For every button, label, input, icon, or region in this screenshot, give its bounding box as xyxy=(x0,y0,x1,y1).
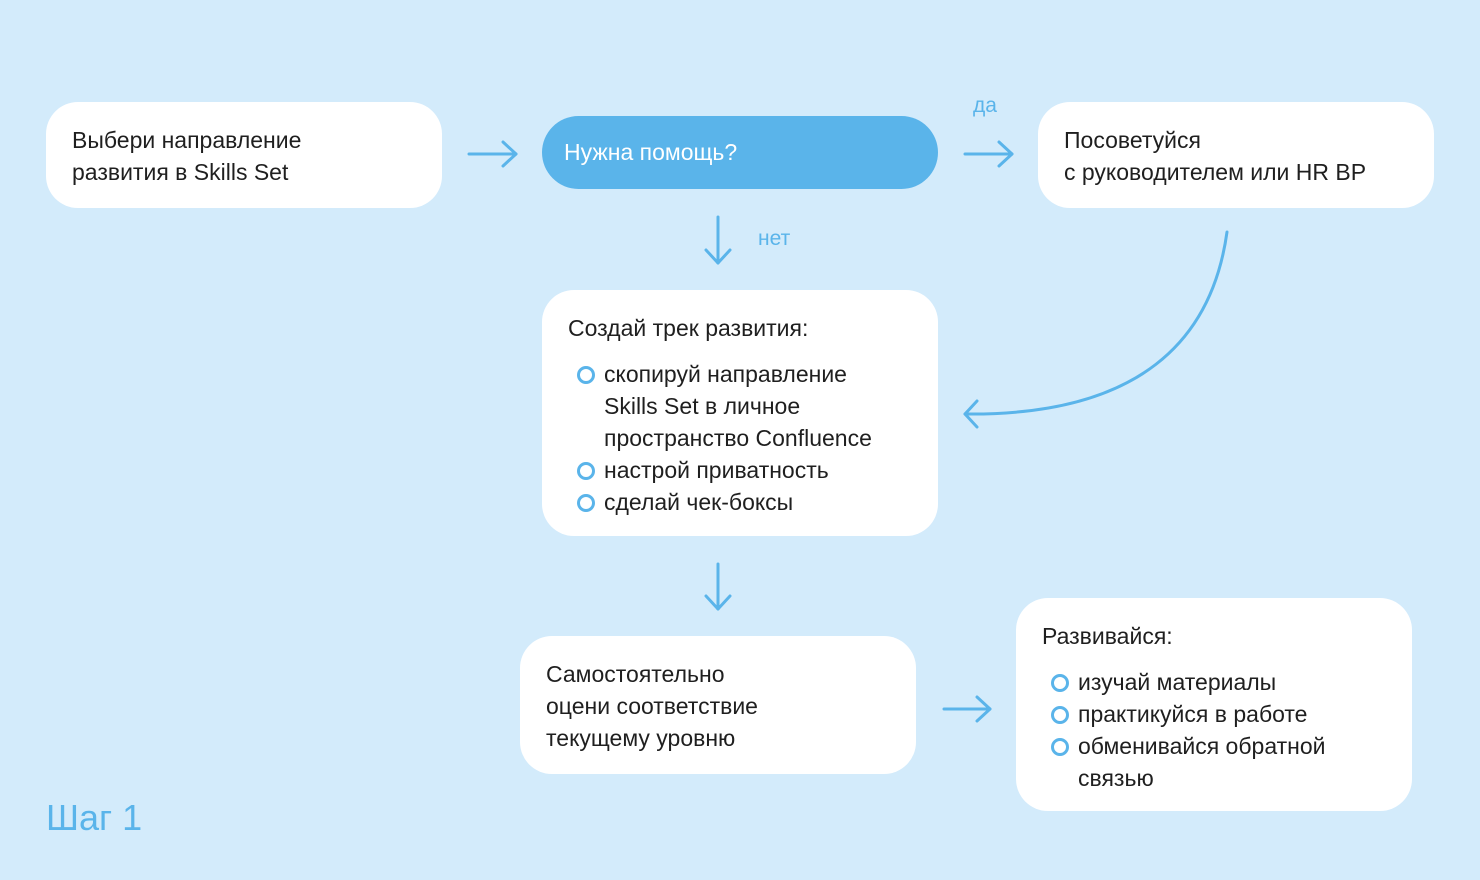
develop-list-item: практикуйся в работе xyxy=(1042,698,1412,730)
track-list-item-text: скопируй направление Skills Set в личное… xyxy=(604,361,872,451)
develop-list-item: обменивайся обратной связью xyxy=(1042,730,1412,794)
node-self-assess-text: Самостоятельно оцени соответствие текуще… xyxy=(546,661,758,751)
node-develop: Развивайся: изучай материалы практикуйся… xyxy=(1016,598,1412,811)
bullet-circle-icon xyxy=(1051,738,1069,756)
node-consult: Посоветуйся с руководителем или HR BP xyxy=(1038,102,1434,208)
arrow-right-icon xyxy=(963,140,1014,168)
track-list-item-text: настрой приватность xyxy=(604,457,829,483)
arrow-right-icon xyxy=(467,140,518,168)
arrow-right-icon xyxy=(942,695,992,723)
develop-list-item-text: обменивайся обратной связью xyxy=(1078,733,1326,791)
track-list-item: настрой приватность xyxy=(568,454,938,486)
arrow-down-icon xyxy=(704,562,732,611)
node-choose-direction: Выбери направление развития в Skills Set xyxy=(46,102,442,208)
edge-label-yes: да xyxy=(973,94,997,117)
node-choose-direction-text: Выбери направление развития в Skills Set xyxy=(72,127,302,185)
arrow-curved-icon xyxy=(963,230,1229,429)
track-list-item-text: сделай чек-боксы xyxy=(604,489,794,515)
node-self-assess: Самостоятельно оцени соответствие текуще… xyxy=(520,636,916,774)
decision-need-help: Нужна помощь? xyxy=(542,116,938,189)
develop-list-item-text: практикуйся в работе xyxy=(1078,701,1308,727)
track-list: скопируй направление Skills Set в личное… xyxy=(542,358,938,518)
arrow-down-icon xyxy=(704,215,732,265)
node-create-track-title: Создай трек развития: xyxy=(568,315,809,341)
node-develop-title: Развивайся: xyxy=(1042,623,1173,649)
bullet-circle-icon xyxy=(1051,674,1069,692)
node-consult-text: Посоветуйся с руководителем или HR BP xyxy=(1064,127,1367,185)
bullet-circle-icon xyxy=(577,462,595,480)
develop-list: изучай материалы практикуйся в работе об… xyxy=(1016,666,1412,794)
bullet-circle-icon xyxy=(577,494,595,512)
edge-label-no: нет xyxy=(758,227,791,250)
develop-list-item-text: изучай материалы xyxy=(1078,669,1277,695)
node-create-track: Создай трек развития: скопируй направлен… xyxy=(542,290,938,536)
track-list-item: сделай чек-боксы xyxy=(568,486,938,518)
track-list-item: скопируй направление Skills Set в личное… xyxy=(568,358,938,454)
bullet-circle-icon xyxy=(577,366,595,384)
step-label: Шаг 1 xyxy=(46,797,143,838)
develop-list-item: изучай материалы xyxy=(1042,666,1412,698)
bullet-circle-icon xyxy=(1051,706,1069,724)
decision-need-help-text: Нужна помощь? xyxy=(564,139,738,165)
